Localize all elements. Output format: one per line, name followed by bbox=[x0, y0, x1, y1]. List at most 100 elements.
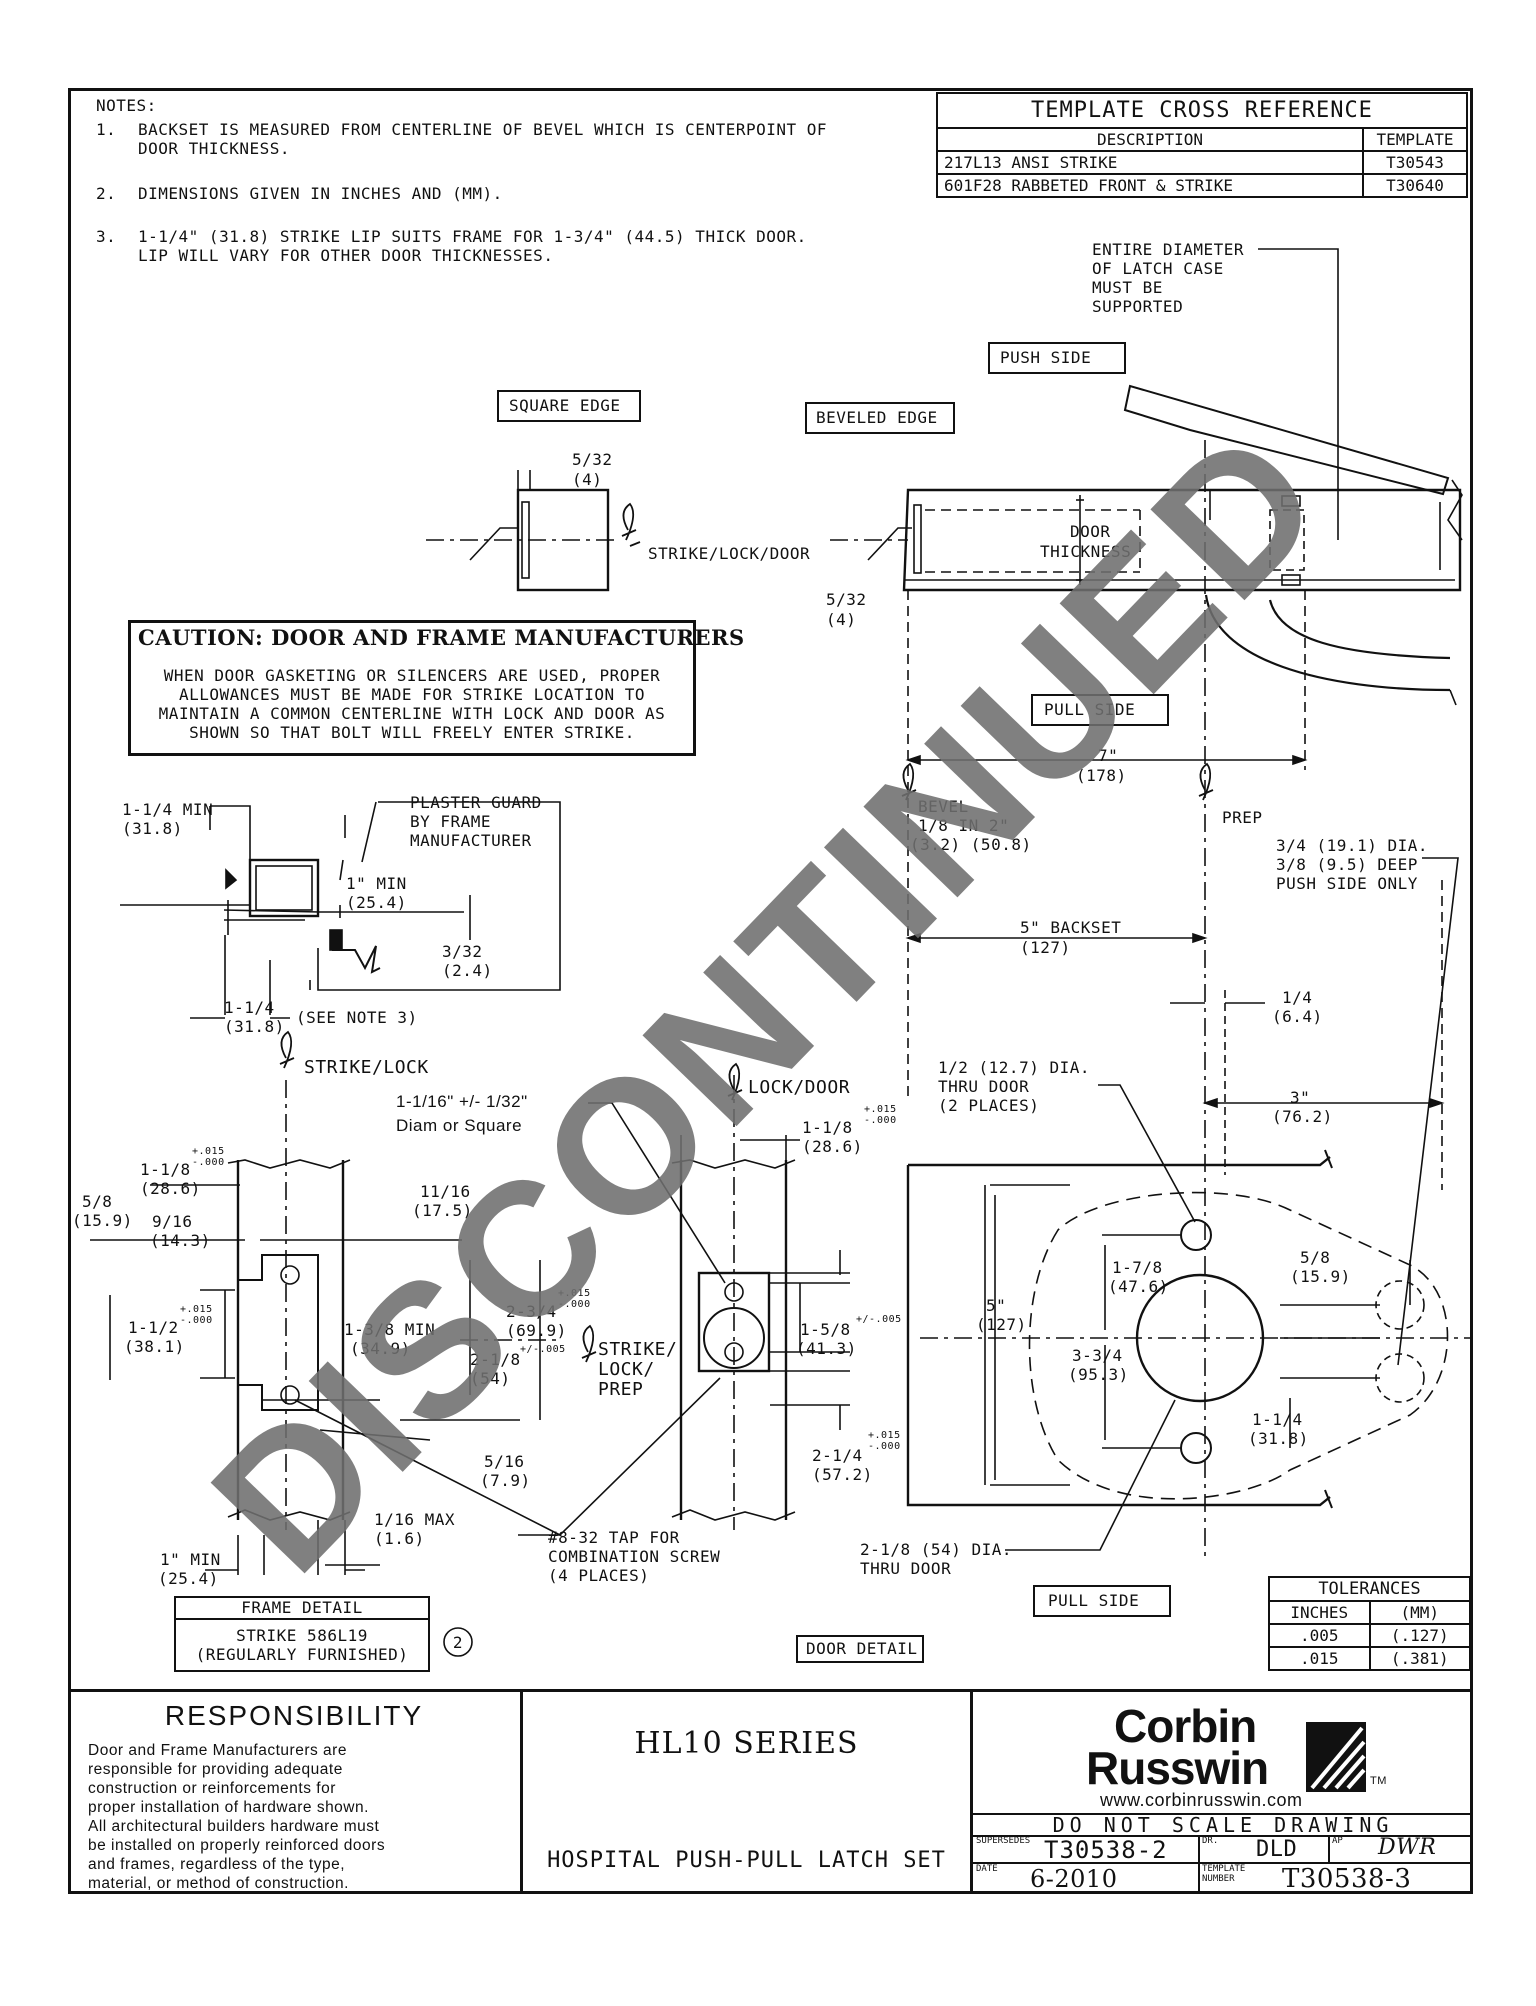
pr-1-7-8: 1-7/8 bbox=[1112, 1258, 1163, 1277]
brand-line-1: Corbin bbox=[1114, 1700, 1257, 1752]
st-2-3-4: 2-3/4 bbox=[506, 1302, 557, 1321]
approved-label: AP bbox=[1332, 1836, 1343, 1846]
st-34-9: (34.9) bbox=[350, 1339, 411, 1358]
responsibility-line-5: All architectural builders hardware must bbox=[88, 1818, 380, 1835]
note-2-line-1: DIMENSIONS GIVEN IN INCHES AND (MM). bbox=[138, 184, 503, 203]
pg-see-note: (SEE NOTE 3) bbox=[296, 1008, 418, 1027]
pg-25-4: (25.4) bbox=[346, 893, 407, 912]
square-edge-label: SQUARE EDGE bbox=[509, 396, 621, 415]
pull-handle bbox=[1204, 594, 1451, 692]
notes-heading: NOTES: bbox=[96, 96, 157, 115]
cross-reference-desc: 601F28 RABBETED FRONT & STRIKE bbox=[936, 173, 1364, 198]
brand-line-2: Russwin bbox=[1086, 1742, 1269, 1794]
st-tol-minus-a: -.000 bbox=[192, 1157, 225, 1168]
pr-127: (127) bbox=[976, 1315, 1027, 1334]
st-17-5: (17.5) bbox=[412, 1201, 473, 1220]
st-tol-plus-c: +.015 bbox=[558, 1288, 591, 1299]
dim-178: (178) bbox=[1076, 766, 1127, 785]
pg-min-mm: (31.8) bbox=[122, 819, 183, 838]
st-tol-plus-a: +.015 bbox=[192, 1146, 225, 1157]
plaster-guard-line-2: BY FRAME bbox=[410, 812, 492, 831]
pr-3-3-4: 3-3/4 bbox=[1072, 1346, 1123, 1365]
drawing-border bbox=[68, 88, 1473, 1894]
tap-line-1: #8-32 TAP FOR bbox=[548, 1528, 680, 1547]
frame-detail-line-1: STRIKE 586L19 bbox=[236, 1626, 368, 1645]
strike-cutout bbox=[237, 1254, 319, 1411]
diam-square-line-1: 1-1/16" +/- 1/32" bbox=[396, 1092, 528, 1111]
cl-strike-lock-door: STRIKE/LOCK/DOOR bbox=[648, 544, 811, 563]
dim-6-4: (6.4) bbox=[1272, 1007, 1323, 1026]
date-label: DATE bbox=[976, 1864, 998, 1874]
dia-3-4-line-1: 3/4 (19.1) DIA. bbox=[1276, 836, 1428, 855]
tolerance-mm: (.381) bbox=[1368, 1646, 1471, 1671]
st-28-6: (28.6) bbox=[140, 1179, 201, 1198]
responsibility-line-1: Door and Frame Manufacturers are bbox=[88, 1742, 347, 1759]
st-2-1-8: 2-1/8 bbox=[470, 1350, 521, 1369]
cross-reference-template: T30640 bbox=[1362, 173, 1468, 198]
cross-reference-desc: 217L13 ANSI STRIKE bbox=[936, 150, 1364, 175]
centerline-symbol bbox=[621, 502, 641, 547]
plaster-guard-line-3: MANUFACTURER bbox=[410, 831, 532, 850]
dim-7: 7" bbox=[1098, 746, 1119, 765]
beveled-strike-plate bbox=[913, 504, 922, 574]
tolerances-col-mm: (MM) bbox=[1368, 1600, 1471, 1625]
pg-3-32: 3/32 bbox=[442, 942, 483, 961]
st-7-9: (7.9) bbox=[480, 1471, 531, 1490]
st-9-16: 9/16 bbox=[152, 1212, 193, 1231]
square-edge-strike-plate bbox=[521, 501, 530, 579]
responsibility-line-7: and frames, regardless of the type, bbox=[88, 1856, 346, 1873]
st-tol-minus-b: -.000 bbox=[180, 1315, 213, 1326]
ld-1-5-8: 1-5/8 bbox=[800, 1320, 851, 1339]
tolerances-col-inches: INCHES bbox=[1268, 1600, 1371, 1625]
ld-tol-minus-b: -.000 bbox=[868, 1441, 901, 1452]
st-tol-plus-b: +.015 bbox=[180, 1304, 213, 1315]
table-row: .005 (.127) bbox=[1268, 1623, 1471, 1648]
table-row: .015 (.381) bbox=[1268, 1646, 1471, 1671]
dim-76-2: (76.2) bbox=[1272, 1107, 1333, 1126]
caution-line-1: WHEN DOOR GASKETING OR SILENCERS ARE USE… bbox=[163, 666, 661, 685]
push-side-box bbox=[988, 342, 1126, 374]
responsibility-line-2: responsible for providing adequate bbox=[88, 1761, 343, 1778]
note-1-number: 1. bbox=[96, 120, 117, 139]
brand-trademark: TM bbox=[1370, 1775, 1387, 1787]
circled-note-symbol bbox=[443, 1627, 473, 1657]
approved-signature: DWR bbox=[1378, 1835, 1437, 1860]
st-5-8: 5/8 bbox=[82, 1192, 113, 1211]
dia-1-2-line-3: (2 PLACES) bbox=[938, 1096, 1040, 1115]
bevel-ratio: 1/8 IN 2" bbox=[918, 816, 1010, 835]
caution-line-2: ALLOWANCES MUST BE MADE FOR STRIKE LOCAT… bbox=[178, 685, 646, 704]
brand-url: www.corbinrusswin.com bbox=[1100, 1790, 1303, 1810]
pg-min: 1-1/4 MIN bbox=[122, 800, 214, 819]
table-row: 217L13 ANSI STRIKE T30543 bbox=[936, 150, 1468, 175]
ld-tol-minus: -.000 bbox=[864, 1115, 897, 1126]
frame-detail-title: FRAME DETAIL bbox=[241, 1598, 363, 1617]
prep-label: PREP bbox=[1222, 808, 1263, 827]
st-25-4: (25.4) bbox=[158, 1569, 219, 1588]
centerline-symbol bbox=[901, 762, 917, 801]
pr-5: 5" bbox=[986, 1296, 1007, 1315]
st-15-9: (15.9) bbox=[72, 1211, 133, 1230]
cl-strike-lock-prep-3: PREP bbox=[598, 1379, 644, 1400]
centerline-symbol bbox=[279, 1030, 295, 1069]
responsibility-title: RESPONSIBILITY bbox=[164, 1700, 424, 1731]
dia-3-4-line-3: PUSH SIDE ONLY bbox=[1276, 874, 1418, 893]
entire-diameter-line-1: ENTIRE DIAMETER bbox=[1092, 240, 1244, 259]
ld-tol-005: +/-.005 bbox=[856, 1314, 902, 1325]
st-38-1: (38.1) bbox=[124, 1337, 185, 1356]
pr-15-9: (15.9) bbox=[1290, 1267, 1351, 1286]
pr-1-1-4: 1-1/4 bbox=[1252, 1410, 1303, 1429]
door-thickness-1: DOOR bbox=[1070, 522, 1111, 541]
dim-5-32-square: 5/32 bbox=[572, 450, 613, 469]
tolerances-table: TOLERANCES INCHES (MM) .005 (.127) .015 … bbox=[1268, 1576, 1471, 1671]
door-edge bbox=[679, 1160, 788, 1520]
tolerance-inches: .015 bbox=[1268, 1646, 1371, 1671]
product-series: HL10 SERIES bbox=[634, 1726, 859, 1761]
caution-box bbox=[128, 620, 696, 756]
responsibility-line-4: proper installation of hardware shown. bbox=[88, 1799, 369, 1816]
st-5-16: 5/16 bbox=[484, 1452, 525, 1471]
table-row: 601F28 RABBETED FRONT & STRIKE T30640 bbox=[936, 173, 1468, 198]
tap-line-3: (4 PLACES) bbox=[548, 1566, 650, 1585]
dia-1-2-line-2: THRU DOOR bbox=[938, 1077, 1030, 1096]
centerline-symbol bbox=[581, 1324, 597, 1363]
